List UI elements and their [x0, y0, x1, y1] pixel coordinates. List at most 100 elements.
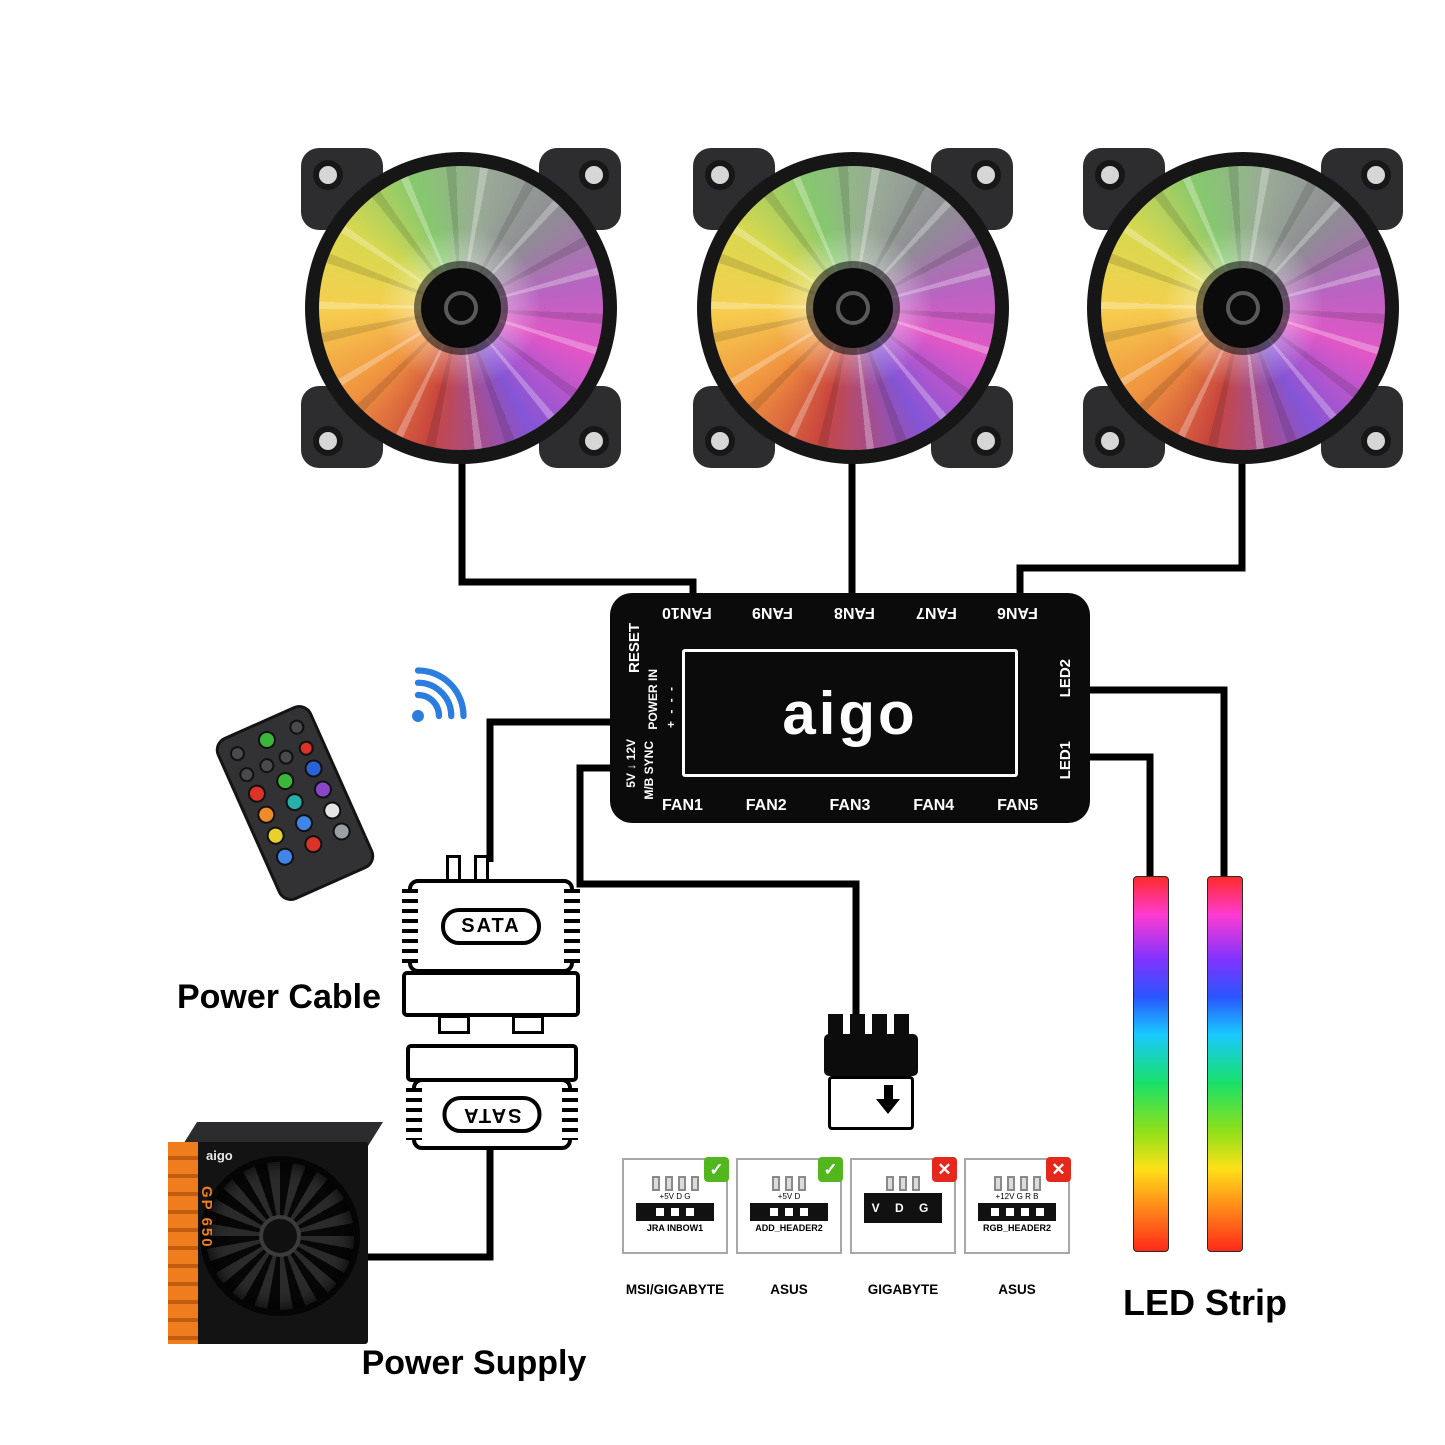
header-frame: ✕ +12V G R B RGB_HEADER2 [964, 1157, 1071, 1254]
header-pins [852, 1176, 954, 1191]
sata-plug [402, 971, 580, 1017]
wire-psu [366, 1145, 494, 1261]
remote-color-button [320, 798, 345, 823]
pin-labels: +12V G R B [995, 1192, 1039, 1201]
power-pins-label: + - - - [664, 685, 678, 728]
sata-connector-male: SATA [402, 855, 580, 1043]
vendor-label: GIGABYTE [867, 1282, 939, 1297]
fan-hub [813, 268, 893, 348]
sata-body: SATA [402, 879, 580, 973]
brand-logo: aigo [782, 679, 918, 747]
remote-color-button [329, 819, 354, 844]
wire-led2 [1086, 686, 1228, 882]
wire-fan1 [458, 455, 697, 604]
sata-tab [512, 1015, 544, 1034]
check-icon: ✓ [704, 1157, 729, 1182]
header-pins [624, 1176, 726, 1191]
header-pins [966, 1176, 1068, 1191]
fan-controller-hub: FAN10 FAN9 FAN8 FAN7 FAN6 aigo FAN1 FAN2… [610, 593, 1090, 823]
remote-button [276, 747, 297, 767]
remote-on-button [255, 728, 279, 752]
header-option-msi-gigabyte: ✓ +5V D G JRA INBOW1 MSI/GIGABYTE [622, 1157, 729, 1297]
led-strip-1 [1133, 876, 1169, 1252]
header-socket [978, 1203, 1056, 1221]
port-label: FAN4 [913, 797, 955, 814]
rgb-fan-1 [301, 148, 621, 468]
rgb-fan-3 [1083, 148, 1403, 468]
header-pins [738, 1176, 840, 1191]
sata-ribs [562, 1088, 578, 1140]
sata-ribs [406, 1088, 422, 1140]
power-supply-unit: aigo GP 650 [168, 1122, 383, 1344]
arrow-down-icon [876, 1085, 900, 1114]
port-label: FAN2 [745, 797, 787, 814]
remote-button [286, 717, 307, 738]
controller-top-ports: FAN10 FAN9 FAN8 FAN7 FAN6 [662, 603, 1038, 621]
header-name: RGB_HEADER2 [982, 1223, 1051, 1233]
remote-color-button [263, 823, 288, 848]
header-socket [750, 1203, 828, 1221]
sata-label: SATA [442, 1095, 542, 1133]
port-label: FAN8 [833, 604, 875, 621]
cross-icon: ✕ [932, 1157, 957, 1182]
vendor-label: ASUS [770, 1282, 808, 1297]
controller-face: aigo [682, 649, 1018, 777]
wire-power [486, 718, 618, 862]
sata-tab [438, 1015, 470, 1034]
header-option-gigabyte-no: ✕ V D G GIGABYTE [850, 1157, 957, 1297]
sata-label: SATA [441, 907, 541, 945]
wire-fan3 [1016, 455, 1246, 604]
sata-plug [406, 1044, 578, 1082]
remote-color-button [245, 781, 269, 806]
pin-labels: +5V D [777, 1192, 801, 1201]
header-socket [636, 1203, 714, 1221]
header-socket: V D G [864, 1193, 942, 1223]
vendor-label: ASUS [998, 1282, 1036, 1297]
remote-off-button [296, 738, 317, 759]
remote-color-button [273, 769, 298, 793]
power-in-label: POWER IN [646, 669, 660, 730]
port-label: FAN10 [662, 604, 712, 621]
fan-hub [1203, 268, 1283, 348]
psu-vent-grille [168, 1142, 198, 1344]
cross-icon: ✕ [1046, 1157, 1071, 1182]
pin-labels: +5V D G [659, 1192, 691, 1201]
sata-connector-female: SATA [406, 1044, 578, 1150]
mb-sync-connector [824, 1014, 918, 1130]
led2-port-label: LED2 [1057, 659, 1074, 698]
remote-color-button [273, 844, 297, 869]
mb-header-compatibility: ✓ +5V D G JRA INBOW1 MSI/GIGABYTE ✓ +5V … [622, 1157, 1071, 1297]
sata-ribs [402, 889, 418, 963]
led-strip-label: LED Strip [1122, 1282, 1287, 1323]
header-name: ADD_HEADER2 [755, 1223, 823, 1233]
header-frame: ✓ +5V D G JRA INBOW1 [622, 1157, 729, 1254]
sync-voltage-label: 5V ↓ 12V [624, 739, 638, 788]
fan-hub [421, 268, 501, 348]
remote-button [236, 764, 257, 785]
remote-button [227, 743, 248, 764]
header-option-asus-no: ✕ +12V G R B RGB_HEADER2 ASUS [964, 1157, 1071, 1297]
wifi-signal-icon [404, 660, 474, 735]
wire-led1 [1086, 753, 1154, 882]
sata-ribs [564, 889, 580, 963]
remote-color-button [311, 777, 335, 802]
vendor-label: MSI/GIGABYTE [625, 1282, 725, 1297]
remote-color-button [254, 802, 279, 827]
remote-color-button [301, 756, 326, 781]
remote-button [256, 755, 277, 776]
power-cable-label: Power Cable [176, 978, 382, 1016]
port-label: FAN6 [997, 604, 1038, 621]
rgb-fan-2 [693, 148, 1013, 468]
mb-sync-label: M/B SYNC [642, 741, 656, 800]
port-label: FAN3 [829, 797, 871, 814]
remote-color-button [282, 790, 307, 814]
controller-bottom-ports: FAN1 FAN2 FAN3 FAN4 FAN5 [662, 797, 1038, 815]
led-strip-2 [1207, 876, 1243, 1252]
psu-brand-label: aigo [206, 1148, 233, 1163]
remote-color-button [292, 811, 316, 835]
connector-body [824, 1034, 918, 1076]
psu-fan [200, 1156, 360, 1316]
reset-label: RESET [626, 623, 643, 674]
header-option-asus-ok: ✓ +5V D ADD_HEADER2 ASUS [736, 1157, 843, 1297]
